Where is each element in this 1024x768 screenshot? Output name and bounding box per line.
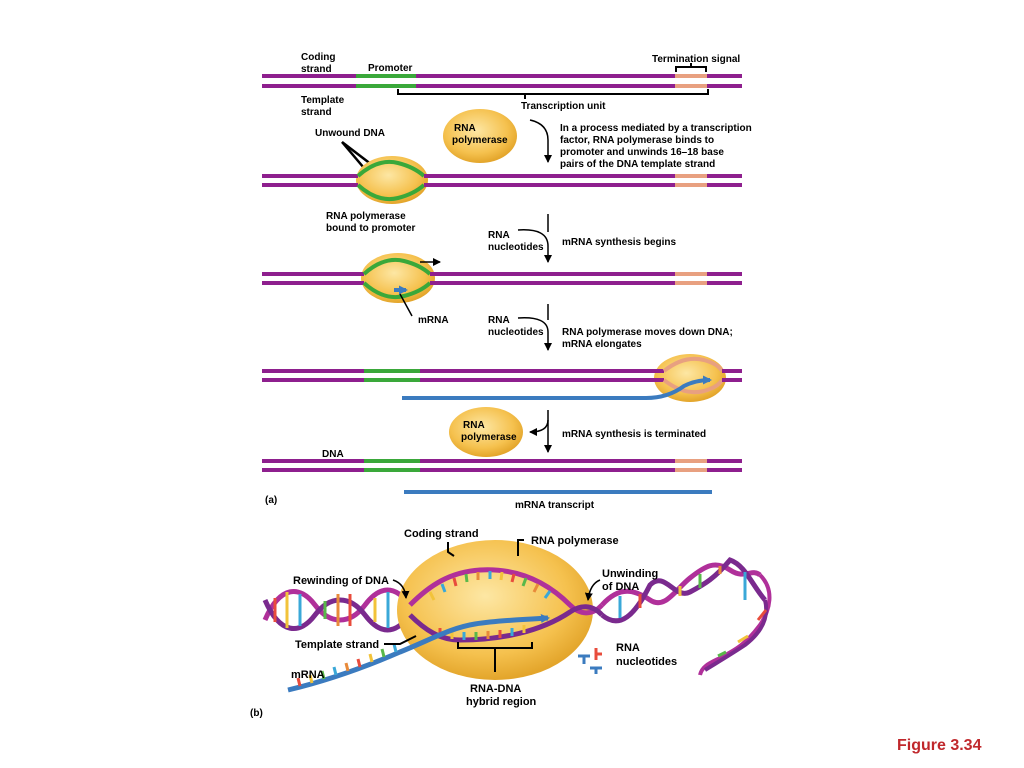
step1-note: In a process mediated by a transcription… <box>560 123 755 170</box>
termination-segment <box>675 74 707 78</box>
rewinding-label: Rewinding of DNA <box>293 575 389 587</box>
bound-label: RNA polymerase bound to promoter <box>326 211 416 234</box>
figure-label: Figure 3.34 <box>897 737 982 754</box>
rna-polymerase-5 <box>449 407 523 457</box>
coding-strand-b <box>408 567 604 616</box>
rna-polymerase-large <box>397 540 593 680</box>
dna-row-5 <box>262 459 742 472</box>
coding-strand-label-b: Coding strand <box>404 528 479 540</box>
panel-a-label: (a) <box>265 495 277 506</box>
mrna-label-b: mRNA <box>291 669 325 681</box>
termination-signal-label: Termination signal <box>652 54 740 65</box>
rna-polymerase-1 <box>443 109 517 163</box>
left-helix <box>262 587 412 633</box>
transcription-unit-bracket <box>397 89 709 99</box>
panel-b-label: (b) <box>250 708 263 719</box>
right-helix <box>600 557 772 676</box>
transcription-unit-label: Transcription unit <box>521 101 606 112</box>
step3-note: RNA polymerase moves down DNA; mRNA elon… <box>562 327 736 350</box>
promoter-label: Promoter <box>368 63 413 74</box>
promoter-segment <box>356 74 416 78</box>
unwound-dna-label: Unwound DNA <box>315 128 385 139</box>
mrna-label-1: mRNA <box>418 315 449 326</box>
step2-note: mRNA synthesis begins <box>562 237 677 248</box>
free-nucleotides <box>578 648 602 674</box>
dna-row-4 <box>262 356 742 395</box>
step-arrow-1 <box>529 119 552 163</box>
dna-row-3 <box>262 257 742 300</box>
panel-b: Coding strand RNA polymerase Rewinding o… <box>250 528 772 719</box>
rna-polymerase-label-b: RNA polymerase <box>531 535 619 547</box>
mrna-elongating <box>402 375 712 400</box>
mrna-transcript-label: mRNA transcript <box>515 500 595 511</box>
hybrid-bracket <box>457 642 533 672</box>
dna-row-1 <box>262 74 742 88</box>
mrna-strand-b <box>287 614 550 693</box>
dna-label: DNA <box>322 449 344 460</box>
step4-note: mRNA synthesis is terminated <box>562 429 706 440</box>
template-strand-label-b: Template strand <box>295 639 379 651</box>
dna-row-2 <box>262 159 742 202</box>
